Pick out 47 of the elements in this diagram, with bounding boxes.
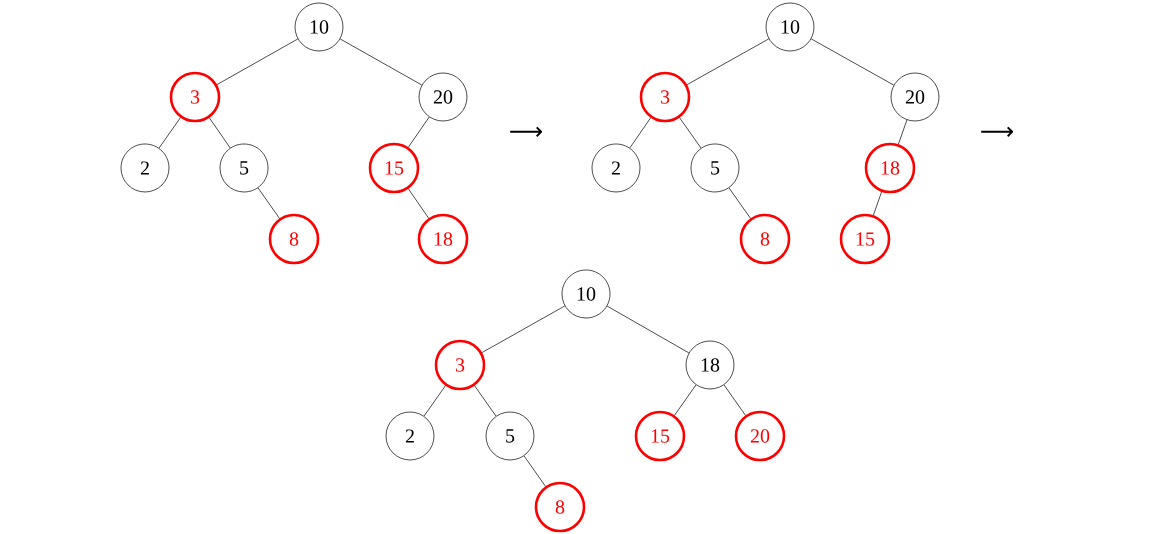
highlighted-tree-node: 18 <box>417 213 469 265</box>
tree-node: 5 <box>485 411 535 461</box>
highlighted-tree-node: 8 <box>739 213 791 265</box>
tree-edge <box>629 117 651 149</box>
highlighted-tree-node: 15 <box>839 213 891 265</box>
tree-edge <box>873 191 882 216</box>
tree-node: 5 <box>690 143 740 193</box>
tree-edge <box>216 38 299 85</box>
tree-node: 10 <box>561 269 611 319</box>
tree-edge <box>408 188 429 219</box>
tree-node: 10 <box>765 2 815 52</box>
tree-edge <box>523 455 546 487</box>
tree-edge <box>257 187 280 219</box>
tree-node: 2 <box>385 411 435 461</box>
tree-node: 10 <box>294 2 344 52</box>
tree-node: 20 <box>890 72 940 122</box>
tree-edge <box>474 385 497 417</box>
highlighted-tree-node: 15 <box>634 410 686 462</box>
highlighted-tree-node: 3 <box>169 71 221 123</box>
highlighted-tree-node: 3 <box>639 71 691 123</box>
tree-edge <box>810 38 895 86</box>
transition-arrow: ⟶ <box>510 126 543 137</box>
tree-edge <box>158 117 181 149</box>
tree-edge <box>481 305 566 353</box>
tree-edge <box>339 38 423 86</box>
tree-node: 18 <box>685 340 735 390</box>
highlighted-tree-node: 20 <box>734 410 786 462</box>
tree-edge <box>209 117 231 149</box>
tree-edge <box>674 384 697 416</box>
transition-arrow: ⟶ <box>981 126 1014 137</box>
tree-node: 5 <box>219 143 269 193</box>
tree-edge <box>723 384 746 416</box>
highlighted-tree-node: 18 <box>864 142 916 194</box>
tree-edge <box>423 385 446 417</box>
tree-edge <box>606 305 690 354</box>
tree-edge <box>686 38 770 85</box>
tree-edge <box>898 119 908 145</box>
tree-edge <box>728 187 751 219</box>
tree-node: 2 <box>591 143 641 193</box>
highlighted-tree-node: 3 <box>434 339 486 391</box>
highlighted-tree-node: 15 <box>368 142 420 194</box>
tree-edge <box>408 116 430 148</box>
tree-node: 20 <box>418 72 468 122</box>
highlighted-tree-node: 8 <box>268 213 320 265</box>
tree-node: 2 <box>120 143 170 193</box>
tree-edge <box>679 117 702 149</box>
highlighted-tree-node: 8 <box>534 481 586 533</box>
